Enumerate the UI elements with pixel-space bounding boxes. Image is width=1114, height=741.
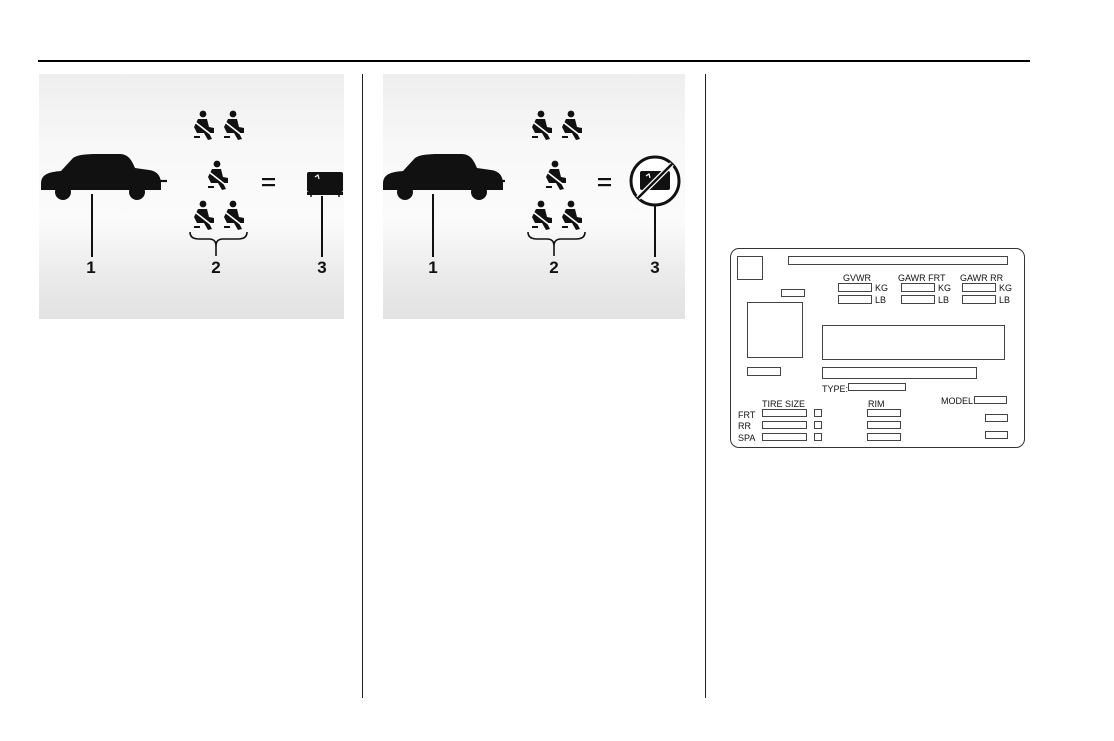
spa-label: SPA: [738, 433, 756, 443]
lb-unit: LB: [938, 295, 950, 305]
spa-tire-field: [762, 433, 807, 441]
kg-unit: KG: [938, 283, 952, 293]
seated-occupant-icon: [193, 109, 245, 231]
vehicle-icon: [41, 154, 161, 200]
column-divider-right: [705, 74, 706, 698]
callout-1: 1: [428, 258, 438, 277]
code-field: [747, 367, 781, 376]
gvwr-lb-field: [838, 295, 872, 304]
column-divider-left: [362, 74, 363, 698]
rr-tire-field: [762, 421, 807, 429]
frt-label: FRT: [738, 410, 756, 420]
seated-occupant-icon: [531, 109, 583, 231]
logo-box: [737, 256, 763, 280]
frt-check-field: [814, 409, 822, 417]
callout-2: 2: [211, 258, 221, 277]
gvwr-label: GVWR: [843, 273, 871, 283]
kg-unit: KG: [999, 283, 1013, 293]
rr-rim-field: [867, 421, 901, 429]
frt-rim-field: [867, 409, 901, 417]
spa-pressure-field: [985, 431, 1008, 439]
model-field: [974, 396, 1007, 404]
gawr-frt-lb-field: [901, 295, 935, 304]
top-rule: [38, 60, 1030, 62]
spa-rim-field: [867, 433, 901, 441]
gawr-frt-label: GAWR FRT: [898, 273, 946, 283]
type-label: TYPE:: [822, 384, 849, 394]
tire-loading-placard: GVWR GAWR FRT GAWR RR KG LB KG LB KG LB …: [730, 248, 1025, 448]
spa-check-field: [814, 433, 822, 441]
gawr-rr-lb-field: [962, 295, 996, 304]
type-field: [848, 383, 906, 391]
tire-size-label: TIRE SIZE: [762, 399, 806, 409]
vehicle-icon: [383, 154, 503, 200]
lb-unit: LB: [875, 295, 887, 305]
seal-box: [747, 302, 803, 358]
gawr-frt-kg-field: [901, 283, 935, 292]
rr-check-field: [814, 421, 822, 429]
callout-2: 2: [549, 258, 559, 277]
gawr-rr-label: GAWR RR: [960, 273, 1004, 283]
frt-tire-field: [762, 409, 807, 417]
callout-3: 3: [650, 258, 660, 277]
kg-unit: KG: [875, 283, 889, 293]
rim-label: RIM: [868, 399, 885, 409]
frt-pressure-field: [985, 414, 1008, 422]
manufacturer-field: [788, 256, 1008, 265]
callout-3: 3: [317, 258, 327, 277]
no-cargo-icon: [629, 155, 681, 207]
lb-unit: LB: [999, 295, 1011, 305]
vin-field: [822, 325, 1005, 360]
gawr-rr-kg-field: [962, 283, 996, 292]
gvwr-kg-field: [838, 283, 872, 292]
model-label: MODEL:: [941, 396, 976, 406]
figure-vehicle-load-no-cargo: 1 2 3: [383, 74, 685, 319]
small-field: [781, 289, 805, 297]
description-field: [822, 367, 977, 379]
cargo-luggage-icon: [307, 172, 343, 197]
callout-1: 1: [86, 258, 96, 277]
rr-label: RR: [738, 421, 751, 431]
figure-vehicle-load-with-cargo: 1 2 3: [39, 74, 344, 319]
